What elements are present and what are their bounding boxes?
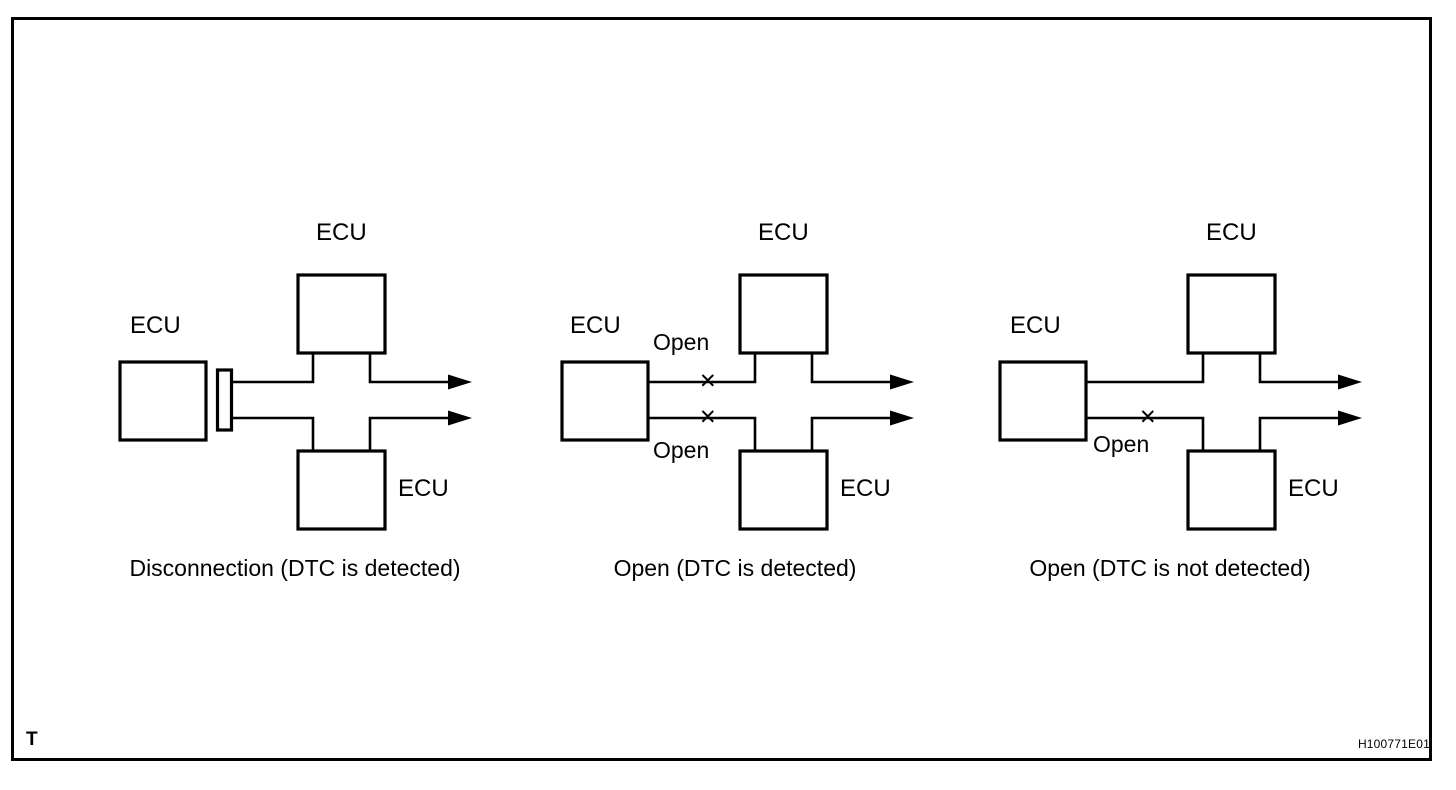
bottom-ecu-box [738,449,829,531]
bus-lines [231,353,450,451]
top-ecu-box [738,273,829,355]
left-ecu-box [998,360,1088,442]
diagram-panel-disconnection: ECU ECU ECU Disconnection (DTC is detect… [60,205,530,605]
open-fault-x-icon-lower: ✕ [1139,405,1157,429]
upper-arrowhead [1338,374,1362,390]
left-ecu-label: ECU [130,312,181,339]
top-ecu-box [296,273,387,355]
open-label-lower: Open [1093,431,1150,457]
bus-lines [1086,353,1340,451]
panel-3-graphic [998,273,1362,531]
top-ecu-label: ECU [758,219,809,246]
bottom-ecu-label: ECU [1288,475,1339,502]
panel-3-caption: Open (DTC is not detected) [1029,555,1311,581]
open-fault-x-icon-lower: ✕ [699,405,717,429]
top-ecu-box [1186,273,1277,355]
lower-arrowhead [890,410,914,426]
bus-arrowheads [1338,374,1362,426]
panel-2-caption: Open (DTC is detected) [613,555,857,581]
bottom-ecu-label: ECU [840,475,891,502]
left-ecu-label: ECU [1010,312,1061,339]
figure-border [11,17,1432,761]
top-ecu-label: ECU [1206,219,1257,246]
left-ecu-box [118,360,208,442]
open-label-upper: Open [653,329,710,355]
figure-reference-code: H100771E01 [1357,737,1430,751]
left-ecu-box [560,360,650,442]
panel-1-caption: Disconnection (DTC is detected) [129,555,461,581]
upper-arrowhead [890,374,914,390]
bottom-ecu-box [1186,449,1277,531]
bottom-ecu-box [296,449,387,531]
bottom-ecu-label: ECU [398,475,449,502]
bus-lines [648,353,892,451]
left-ecu-label: ECU [570,312,621,339]
open-label-lower: Open [653,437,710,463]
sheet-marker-label: T [26,729,38,750]
lower-arrowhead [448,410,472,426]
bus-arrowheads [448,374,472,426]
open-fault-x-icon-upper: ✕ [699,369,717,393]
top-ecu-label: ECU [316,219,367,246]
lower-arrowhead [1338,410,1362,426]
bus-connector-block [215,368,234,432]
diagram-panel-open-not-detected: ✕ ECU ECU ECU Open Open (DTC is not dete… [935,205,1405,605]
diagram-panel-open-detected: ✕ ✕ ECU ECU ECU Open Open Open (DTC is d… [500,205,970,605]
bus-arrowheads [890,374,914,426]
upper-arrowhead [448,374,472,390]
panel-1-graphic [118,273,472,531]
panel-2-graphic [560,273,914,531]
